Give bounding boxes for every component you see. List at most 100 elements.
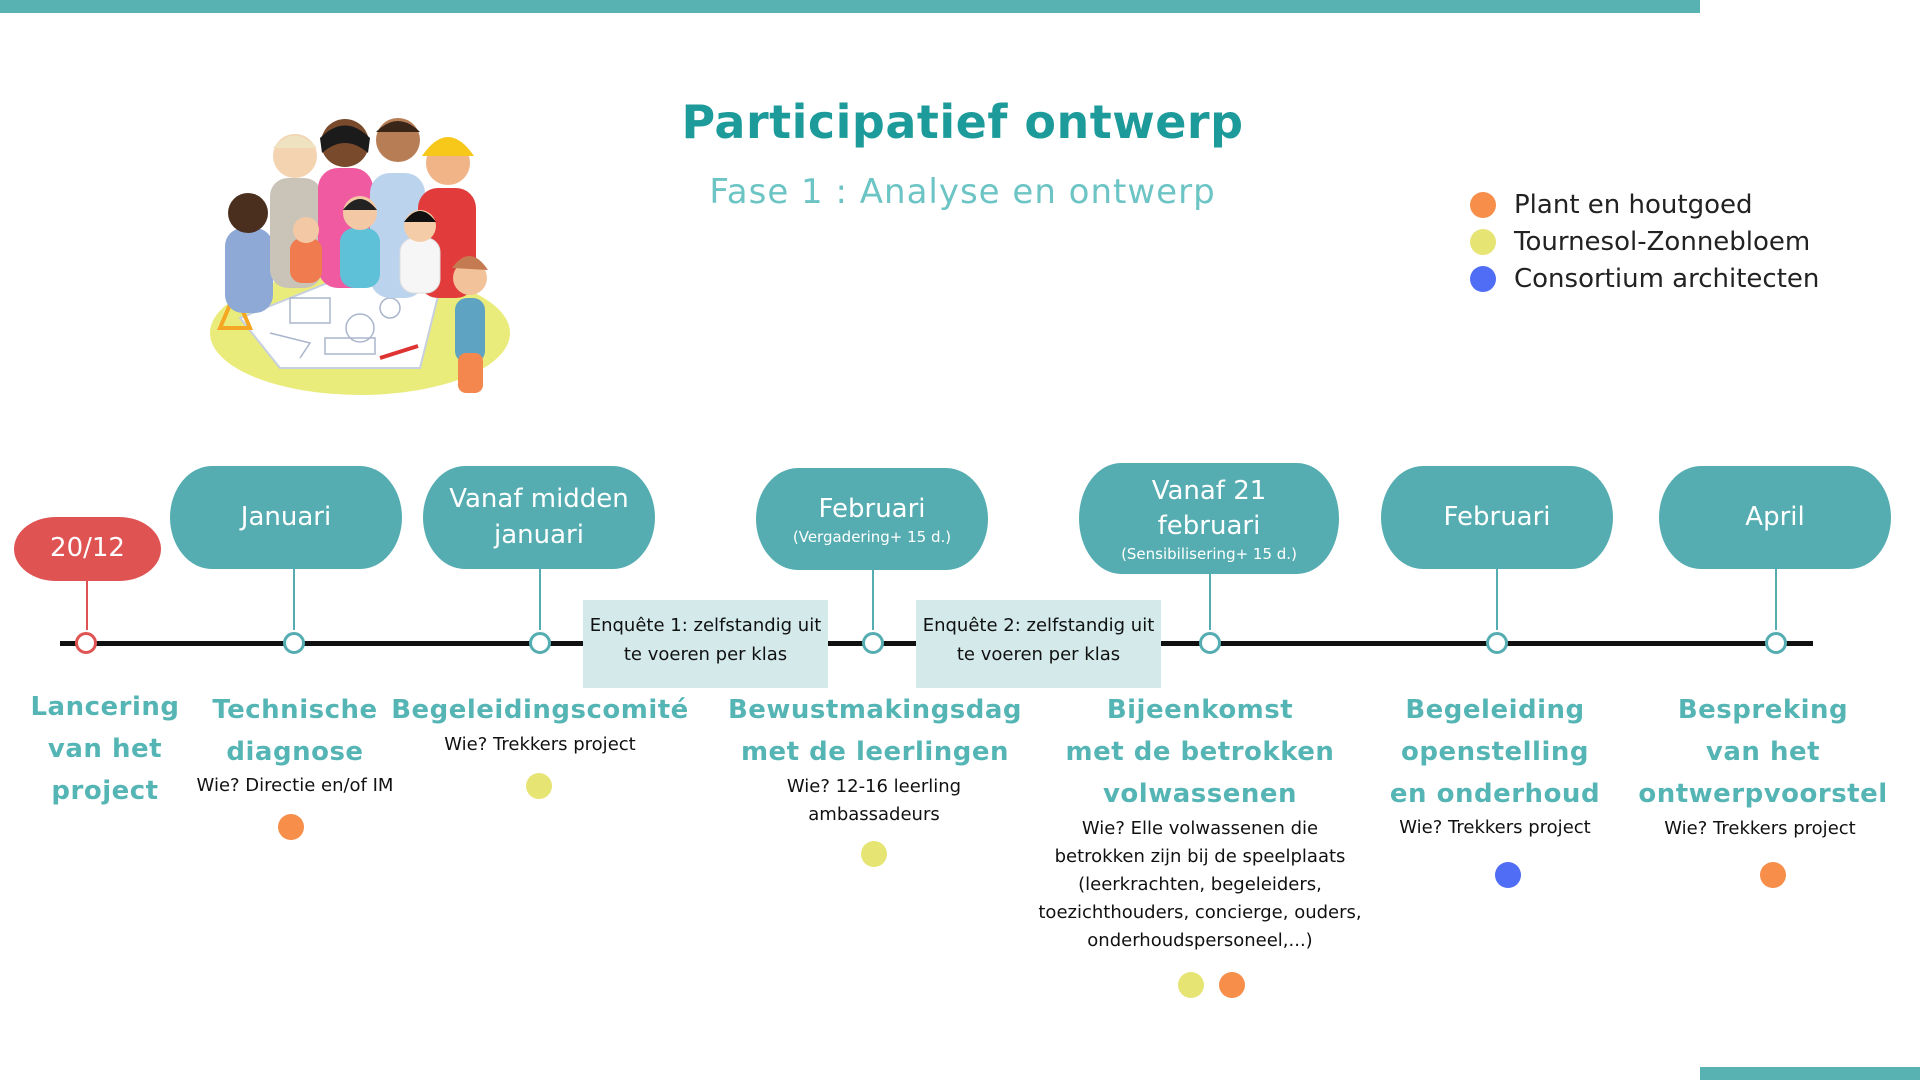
event-title-line: Bijeenkomst xyxy=(1106,695,1294,725)
event-title-line: van het xyxy=(47,734,163,764)
legend-item-plant-en-houtgoed: Plant en houtgoed xyxy=(1470,186,1819,223)
event-title: Technische diagnose xyxy=(185,689,405,773)
timeline-node xyxy=(1199,632,1221,654)
timeline-node xyxy=(1486,632,1508,654)
legend: Plant en houtgoed Tournesol-Zonnebloem C… xyxy=(1470,186,1819,297)
event-who-line: Wie? 12-16 leerling xyxy=(786,776,962,797)
event-who-line: Wie? Elle volwassenen die xyxy=(1081,818,1319,839)
event-title: Begeleiding openstelling en onderhoud xyxy=(1370,689,1620,815)
survey-box-1: Enquête 1: zelfstandig uit te voeren per… xyxy=(583,600,828,688)
survey-line: te voeren per klas xyxy=(956,644,1121,665)
legend-label: Plant en houtgoed xyxy=(1514,189,1753,220)
date-pill-4: Februari (Vergadering+ 15 d.) xyxy=(756,468,988,570)
event-who-line: Wie? Directie en/of IM xyxy=(196,775,394,796)
top-accent-bar xyxy=(0,0,1700,13)
organizer-dot-yellow xyxy=(861,841,887,867)
connector xyxy=(872,569,874,630)
legend-label: Tournesol-Zonnebloem xyxy=(1514,226,1811,257)
date-label: Vanaf 21 xyxy=(1151,475,1267,506)
date-pill-2: Januari xyxy=(170,466,402,569)
date-sublabel: (Sensibilisering+ 15 d.) xyxy=(1121,545,1297,564)
event-title: Lancering van het project xyxy=(10,686,200,812)
event-title-line: Lancering xyxy=(30,692,180,722)
event-who-line: betrokken zijn bij de speelplaats xyxy=(1054,846,1346,867)
legend-dot-orange xyxy=(1470,191,1496,218)
event-who-line: toezichthouders, concierge, ouders, xyxy=(1038,902,1362,923)
date-label: Februari xyxy=(818,493,926,524)
event-title-line: project xyxy=(51,776,159,806)
legend-label: Consortium architecten xyxy=(1514,263,1820,294)
event-who-line: Wie? Trekkers project xyxy=(1664,818,1856,839)
event-title-line: Technische xyxy=(212,695,378,725)
legend-dot-yellow xyxy=(1470,228,1496,255)
event-title-line: openstelling xyxy=(1400,737,1589,767)
event-title-line: van het xyxy=(1705,737,1821,767)
event-who-line: onderhoudspersoneel,...) xyxy=(1087,930,1313,951)
organizer-dot-yellow xyxy=(1178,972,1204,998)
organizer-dot-orange xyxy=(1219,972,1245,998)
date-label: januari xyxy=(494,519,584,550)
event-who-line: Wie? Trekkers project xyxy=(444,734,636,755)
date-pill-6: Februari xyxy=(1381,466,1613,569)
date-label: Januari xyxy=(240,501,332,532)
timeline-node xyxy=(862,632,884,654)
date-label: 20/12 xyxy=(50,533,125,564)
event-title-line: volwassenen xyxy=(1102,779,1298,809)
event-who-line: ambassadeurs xyxy=(808,804,940,825)
survey-box-2: Enquête 2: zelfstandig uit te voeren per… xyxy=(916,600,1161,688)
date-label: Februari xyxy=(1443,501,1551,532)
connector xyxy=(1775,567,1777,630)
date-pill-3: Vanaf midden januari xyxy=(423,466,655,569)
timeline-node xyxy=(529,632,551,654)
event-title-line: ontwerpvoorstel xyxy=(1638,779,1888,809)
organizer-dot-yellow xyxy=(526,773,552,799)
date-label: April xyxy=(1745,501,1805,532)
timeline-node xyxy=(1765,632,1787,654)
connector xyxy=(293,567,295,630)
legend-item-consortium-architecten: Consortium architecten xyxy=(1470,260,1819,297)
organizer-dot-orange xyxy=(1760,862,1786,888)
event-who: Wie? Directie en/of IM xyxy=(165,772,425,800)
page-title: Participatief ontwerp xyxy=(681,95,1244,149)
legend-item-tournesol-zonnebloem: Tournesol-Zonnebloem xyxy=(1470,223,1819,260)
date-label: februari xyxy=(1157,511,1261,541)
event-title-line: diagnose xyxy=(226,737,364,767)
timeline-node xyxy=(283,632,305,654)
date-pill-1: 20/12 xyxy=(14,517,161,581)
people-planning-around-table-illustration xyxy=(210,118,510,395)
date-pill-5: Vanaf 21 februari (Sensibilisering+ 15 d… xyxy=(1079,463,1339,574)
date-label: Vanaf midden xyxy=(449,484,629,515)
event-title: Bespreking van het ontwerpvoorstel xyxy=(1628,689,1898,815)
survey-line: Enquête 2: zelfstandig uit xyxy=(922,615,1155,636)
connector xyxy=(86,580,88,630)
event-title-line: met de leerlingen xyxy=(740,737,1010,767)
event-who: Wie? Trekkers project xyxy=(420,731,660,759)
connector xyxy=(1496,567,1498,630)
page-subtitle: Fase 1 : Analyse en ontwerp xyxy=(709,172,1216,212)
event-title-line: met de betrokken xyxy=(1065,737,1335,767)
event-title-line: Begeleidingscomité xyxy=(391,695,689,725)
timeline-node xyxy=(75,632,97,654)
connector xyxy=(539,567,541,630)
organizer-dot-orange xyxy=(278,814,304,840)
survey-line: te voeren per klas xyxy=(623,644,788,665)
event-who: Wie? Elle volwassenen die betrokken zijn… xyxy=(1030,815,1370,955)
event-title-line: Bespreking xyxy=(1677,695,1849,725)
date-pill-7: April xyxy=(1659,466,1891,569)
event-title: Begeleidingscomité xyxy=(390,689,690,731)
event-who-line: Wie? Trekkers project xyxy=(1399,817,1591,838)
organizer-dot-blue xyxy=(1495,862,1521,888)
date-sublabel: (Vergadering+ 15 d.) xyxy=(792,528,952,547)
event-title-line: en onderhoud xyxy=(1389,779,1601,809)
event-who: Wie? 12-16 leerling ambassadeurs xyxy=(754,773,994,829)
event-title-line: Begeleiding xyxy=(1405,695,1585,725)
bottom-accent-bar xyxy=(1700,1067,1920,1080)
event-who: Wie? Trekkers project xyxy=(1375,814,1615,842)
event-title: Bewustmakingsdag met de leerlingen xyxy=(715,689,1035,773)
event-title-line: Bewustmakingsdag xyxy=(727,695,1023,725)
connector xyxy=(1209,573,1211,630)
event-title: Bijeenkomst met de betrokken volwassenen xyxy=(1050,689,1350,815)
event-who: Wie? Trekkers project xyxy=(1640,815,1880,843)
event-who-line: (leerkrachten, begeleiders, xyxy=(1078,874,1322,895)
legend-dot-blue xyxy=(1470,265,1496,292)
